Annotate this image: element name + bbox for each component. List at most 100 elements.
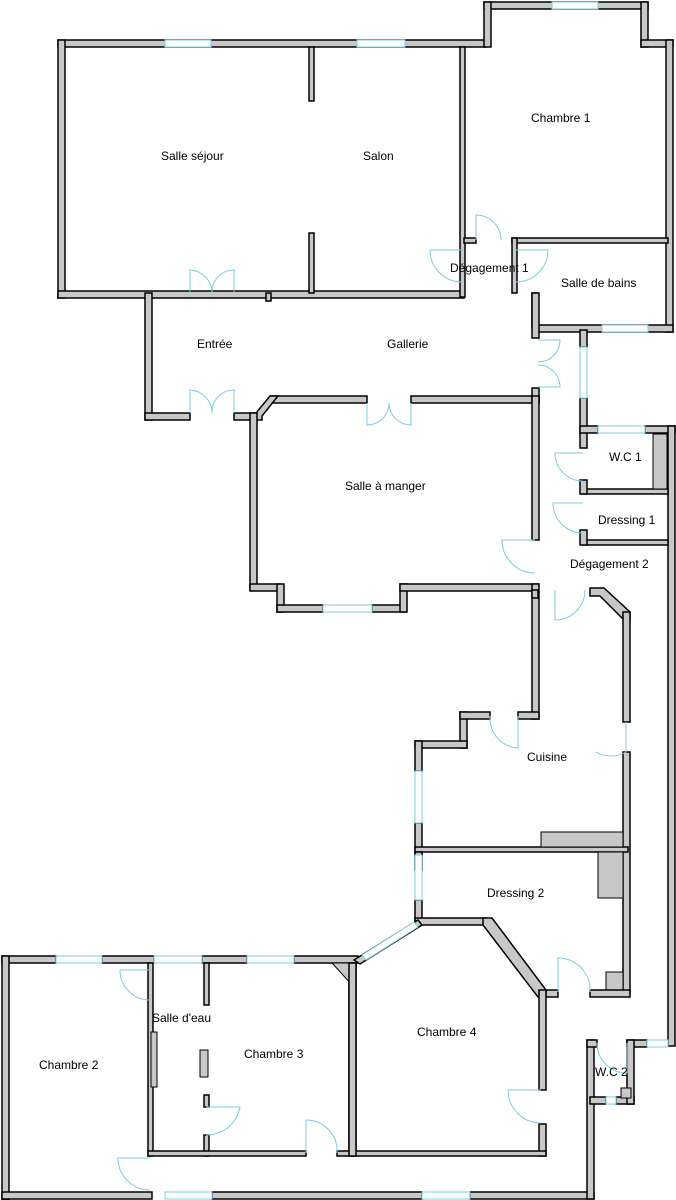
label-chambre-2: Chambre 2 bbox=[39, 1058, 99, 1072]
wall-south-bottom bbox=[1, 1191, 153, 1200]
door-bath bbox=[515, 249, 549, 283]
wall-wc1-top bbox=[579, 425, 599, 434]
wall-corr-left-1 bbox=[579, 329, 588, 348]
wall-north-left bbox=[57, 39, 66, 299]
wall-kit-top-stub bbox=[459, 711, 491, 720]
label-chambre-1: Chambre 1 bbox=[531, 111, 591, 125]
wall-entree-bottom bbox=[144, 412, 191, 421]
wall-ch1-right bbox=[665, 39, 674, 333]
label-entree: Entrée bbox=[197, 337, 233, 351]
wall-north-top bbox=[57, 39, 487, 48]
dressing2-fixture bbox=[597, 851, 624, 899]
label-salle-de-bains: Salle de bains bbox=[561, 276, 636, 290]
wall-saledeau-ch3 bbox=[203, 962, 210, 1006]
wall-south-top-4 bbox=[293, 955, 359, 964]
wall-wc2-bottom bbox=[589, 1096, 607, 1105]
label-dressing-1: Dressing 1 bbox=[598, 513, 656, 527]
window-wc1 bbox=[597, 425, 646, 434]
door-kitchen-right bbox=[595, 722, 627, 757]
wall-ch1-left-step bbox=[483, 1, 492, 48]
door-chambre4 bbox=[507, 1089, 542, 1124]
wc1-fixture bbox=[652, 433, 668, 490]
window-ch4 bbox=[361, 921, 419, 961]
window-saledeau bbox=[153, 955, 203, 964]
doors bbox=[117, 214, 628, 1191]
wall-south-bottom-3 bbox=[469, 1191, 595, 1200]
wall-ch1-deg1 bbox=[463, 237, 477, 244]
label-gallerie: Gallerie bbox=[387, 337, 429, 351]
wall-south-corridor-2 bbox=[336, 1150, 547, 1157]
door-deg1-left bbox=[429, 249, 463, 283]
window-south-2 bbox=[421, 1191, 471, 1200]
wall-south-top-2 bbox=[101, 955, 155, 964]
wall-south-right bbox=[586, 1039, 595, 1200]
kit-counter bbox=[540, 831, 624, 848]
wall-south-bottom-2 bbox=[211, 1191, 423, 1200]
window-sejour bbox=[164, 39, 212, 48]
door-sam-right bbox=[501, 539, 536, 574]
wall-sam-bottom-right bbox=[399, 583, 539, 592]
door-chambre1 bbox=[475, 214, 502, 241]
room-labels: Salle séjour Salon Chambre 1 Dégagement … bbox=[39, 111, 656, 1079]
door-chambre3 bbox=[305, 1119, 338, 1154]
label-degagement-2: Dégagement 2 bbox=[570, 557, 649, 571]
window-dressing2 bbox=[414, 854, 423, 901]
wall-dressing1-left bbox=[579, 529, 588, 546]
window-sam bbox=[322, 604, 373, 613]
door-kitchen-inner bbox=[489, 715, 519, 749]
door-dressing1 bbox=[552, 502, 584, 534]
wall-gallerie-bottom bbox=[269, 395, 368, 404]
wall-dr2-bottom-right bbox=[589, 989, 631, 998]
wall-ch4-diag-right bbox=[482, 917, 547, 998]
window-salon bbox=[356, 39, 406, 48]
label-salle-sejour: Salle séjour bbox=[161, 149, 224, 163]
door-saledeau bbox=[205, 1106, 241, 1136]
wall-kit-top-2 bbox=[414, 740, 468, 749]
wall-gallerie-bottom-2 bbox=[410, 395, 540, 404]
wall-sam-bottom-left bbox=[249, 583, 281, 592]
wall-gallerie-right bbox=[531, 292, 540, 339]
wall-sejour-salon-top bbox=[308, 46, 315, 102]
door-wc1 bbox=[554, 452, 584, 482]
wall-sejour-salon-bottom bbox=[308, 232, 315, 294]
wall-ch4-top bbox=[414, 917, 486, 926]
door-chambre2 bbox=[117, 1157, 151, 1191]
wall-kit-right bbox=[622, 611, 631, 723]
wall-east-long bbox=[667, 425, 676, 1047]
window-wc2 bbox=[605, 1096, 617, 1105]
wall-sam-left bbox=[249, 412, 258, 591]
label-salle-deau: Salle d'eau bbox=[152, 1011, 211, 1025]
wall-ch3-ch4 bbox=[348, 962, 357, 1157]
label-chambre-3: Chambre 3 bbox=[244, 1047, 304, 1061]
wall-sam-bottom bbox=[276, 604, 324, 613]
wall-dressing1-bottom bbox=[582, 539, 669, 546]
wall-sejour-bottom bbox=[57, 290, 465, 299]
window-chambre1 bbox=[551, 1, 599, 10]
wall-wc1-dressing bbox=[582, 488, 669, 495]
wall-kit-top-step bbox=[517, 711, 540, 720]
window-ch3 bbox=[246, 955, 295, 964]
door-kitchen-top bbox=[554, 589, 586, 621]
door-wc2 bbox=[596, 1042, 628, 1074]
wall-south-top bbox=[1, 955, 57, 964]
door-gallerie-right bbox=[537, 339, 561, 388]
wall-entree-gallerie-stub bbox=[265, 292, 272, 302]
wall-wc1-left-low bbox=[579, 479, 588, 495]
wc2-fixture bbox=[620, 1087, 632, 1099]
door-entree-top bbox=[189, 269, 235, 294]
door-sam bbox=[366, 402, 412, 426]
saledeau-fixture-2 bbox=[199, 1049, 209, 1078]
label-chambre-4: Chambre 4 bbox=[417, 1025, 477, 1039]
label-salon: Salon bbox=[363, 149, 394, 163]
saledeau-fixture bbox=[150, 1031, 158, 1088]
window-bath bbox=[601, 324, 649, 333]
window-kitchen bbox=[414, 770, 423, 824]
wall-sam-right bbox=[531, 395, 540, 541]
wall-ch1-bath bbox=[511, 237, 669, 244]
windows bbox=[55, 1, 669, 1200]
wall-kit-mid-left bbox=[531, 589, 539, 599]
wall-south-top-3 bbox=[201, 955, 248, 964]
wall-kit-right-2 bbox=[622, 751, 631, 993]
